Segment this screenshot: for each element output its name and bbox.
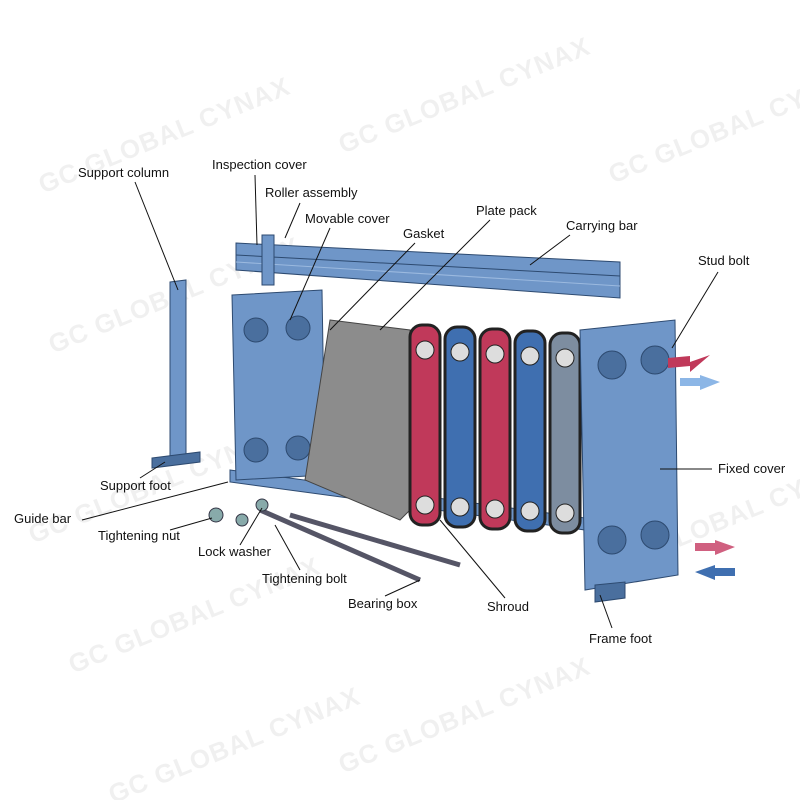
heat-plate — [548, 331, 582, 535]
plate-pack — [408, 323, 582, 535]
label-tightening-nut: Tightening nut — [98, 528, 180, 543]
heat-plate — [443, 325, 477, 529]
fixed-cover — [579, 319, 679, 603]
carrying-bar — [235, 242, 621, 299]
label-plate-pack: Plate pack — [476, 203, 537, 218]
label-tightening-bolt: Tightening bolt — [262, 571, 347, 586]
label-inspection-cover: Inspection cover — [212, 157, 307, 172]
plate-port — [485, 499, 505, 519]
plate-port — [415, 340, 435, 360]
movable-cover — [231, 234, 326, 481]
label-lock-washer: Lock washer — [198, 544, 271, 559]
heat-plate — [513, 329, 547, 533]
plate-port — [450, 342, 470, 362]
heat-plate — [478, 327, 512, 531]
label-support-column: Support column — [78, 165, 170, 180]
label-support-foot: Support foot — [100, 478, 171, 493]
label-roller-assembly: Roller assembly — [265, 185, 358, 200]
label-guide-bar: Guide bar — [14, 511, 72, 526]
label-bearing-box: Bearing box — [348, 596, 418, 611]
plate-port — [485, 344, 505, 364]
label-gasket: Gasket — [403, 226, 445, 241]
label-movable-cover: Movable cover — [305, 211, 390, 226]
plate-port — [520, 501, 540, 521]
plate-port — [415, 495, 435, 515]
tightening-bolts — [208, 498, 461, 583]
label-stud-bolt: Stud bolt — [698, 253, 750, 268]
flow-arrows — [668, 355, 735, 580]
label-shroud: Shroud — [487, 599, 529, 614]
label-frame-foot: Frame foot — [589, 631, 652, 646]
plate-port — [555, 348, 575, 368]
heat-plate — [408, 323, 442, 527]
label-carrying-bar: Carrying bar — [566, 218, 638, 233]
support-column — [151, 279, 201, 469]
plate-port — [520, 346, 540, 366]
plate-port — [450, 497, 470, 517]
plate-port — [555, 503, 575, 523]
label-fixed-cover: Fixed cover — [718, 461, 786, 476]
leader-lines — [81, 174, 719, 629]
